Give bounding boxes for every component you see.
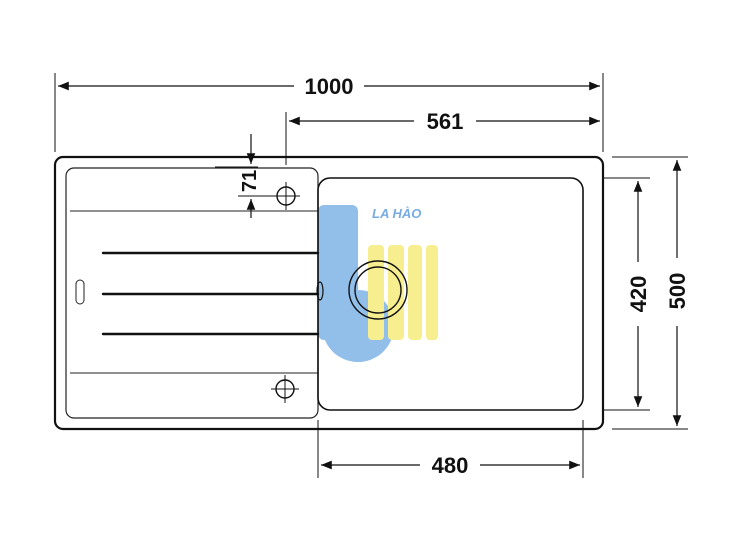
watermark-logo: LA HÀO bbox=[318, 205, 438, 362]
dim-label-overall-width: 1000 bbox=[305, 74, 354, 99]
dim-label-faucet-offset: 561 bbox=[427, 109, 464, 134]
bowl-outline bbox=[317, 177, 584, 411]
logo-stripe-icon bbox=[388, 245, 404, 340]
logo-stripe-icon bbox=[368, 245, 384, 340]
dimension-faucet-offset: 561 bbox=[289, 109, 600, 134]
dimension-overall-depth: 500 bbox=[665, 160, 690, 426]
logo-stripe-icon bbox=[408, 245, 422, 340]
dimension-bowl-width: 480 bbox=[321, 453, 580, 478]
dimension-bowl-depth: 420 bbox=[626, 181, 651, 407]
overflow-slot-icon bbox=[316, 281, 324, 301]
watermark-text: LA HÀO bbox=[372, 206, 421, 221]
tap-hole-top-icon bbox=[272, 182, 300, 210]
sink-outline bbox=[53, 155, 605, 431]
left-slot-icon bbox=[75, 279, 85, 305]
dimension-overall-width: 1000 bbox=[58, 74, 600, 99]
dim-label-bowl-width: 480 bbox=[432, 453, 469, 478]
dimension-faucet-depth: 71 bbox=[239, 134, 261, 218]
drain-inner-icon bbox=[354, 266, 402, 314]
dim-label-overall-depth: 500 bbox=[665, 273, 690, 310]
drain-outer-icon bbox=[348, 260, 408, 320]
logo-stripe-icon bbox=[426, 245, 438, 340]
dim-label-faucet-depth: 71 bbox=[239, 170, 261, 192]
dim-label-bowl-depth: 420 bbox=[626, 276, 651, 313]
tap-hole-bottom-icon bbox=[271, 375, 299, 403]
